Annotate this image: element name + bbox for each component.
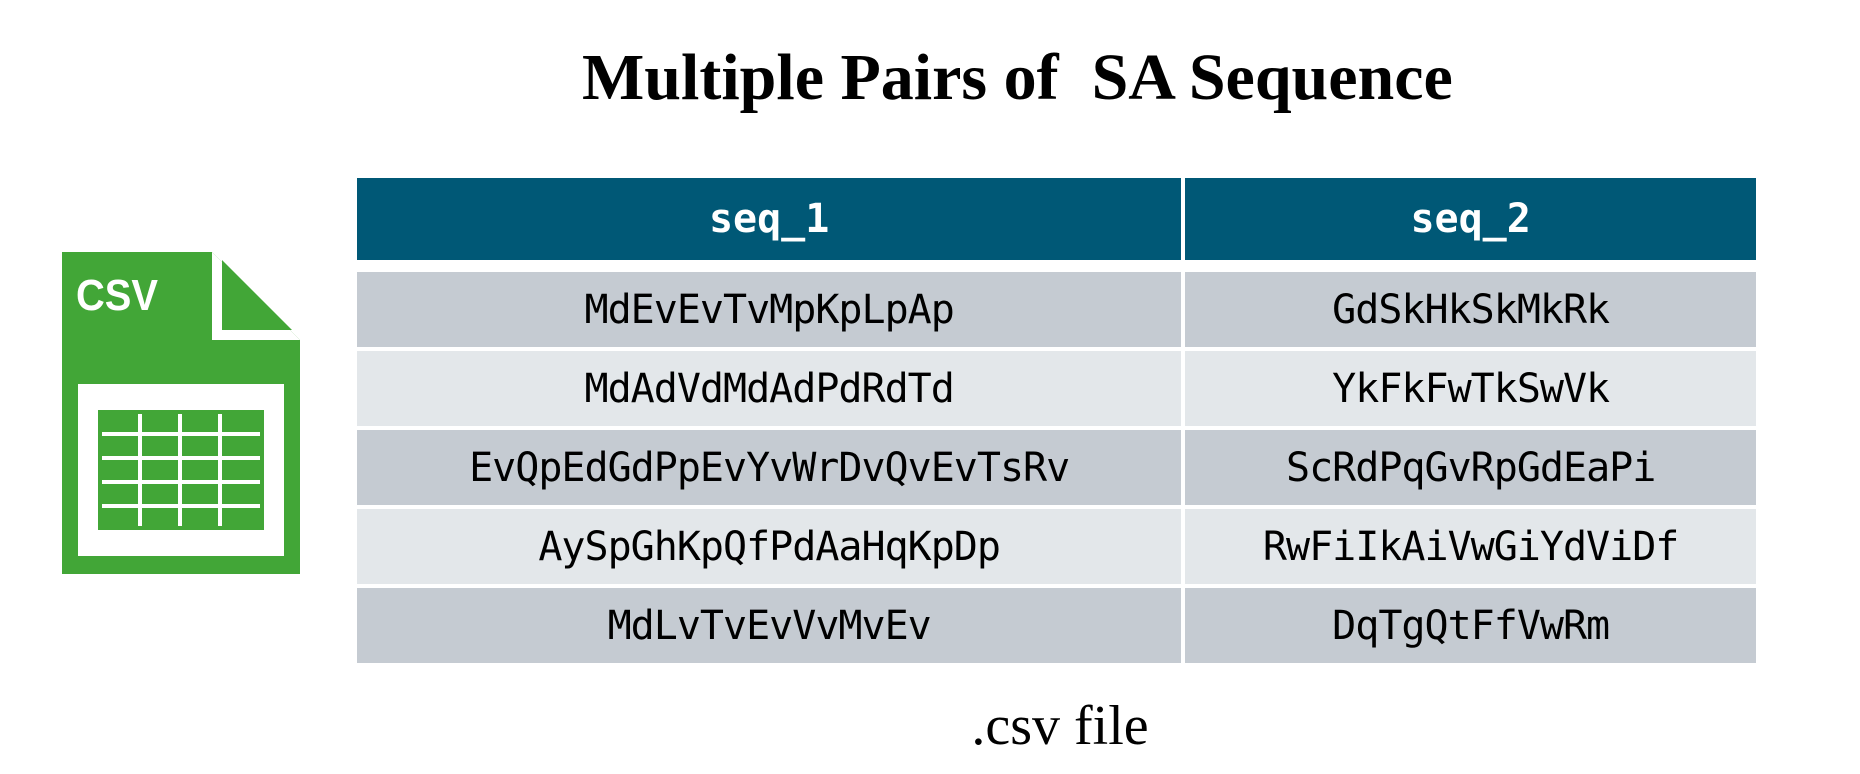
file-caption: .csv file [971, 695, 1149, 757]
table-row: EvQpEdGdPpEvYvWrDvQvEvTsRv ScRdPqGvRpGdE… [357, 430, 1756, 509]
table-row: AySpGhKpQfPdAaHqKpDp RwFiIkAiVwGiYdViDf [357, 509, 1756, 588]
seq-1-cell: MdLvTvEvVvMvEv [357, 588, 1182, 663]
seq-1-cell: MdEvEvTvMpKpLpAp [357, 272, 1182, 351]
csv-icon-label: CSV [76, 271, 159, 320]
seq-2-cell: YkFkFwTkSwVk [1185, 351, 1756, 430]
seq-1-cell: EvQpEdGdPpEvYvWrDvQvEvTsRv [357, 430, 1182, 509]
csv-file-icon: CSV [62, 252, 300, 574]
table-row: MdEvEvTvMpKpLpAp GdSkHkSkMkRk [357, 272, 1756, 351]
column-header-seq-2: seq_2 [1185, 178, 1756, 272]
table-row: MdAdVdMdAdPdRdTd YkFkFwTkSwVk [357, 351, 1756, 430]
column-header-seq-1: seq_1 [357, 178, 1182, 272]
seq-2-cell: RwFiIkAiVwGiYdViDf [1185, 509, 1756, 588]
seq-1-cell: AySpGhKpQfPdAaHqKpDp [357, 509, 1182, 588]
seq-1-cell: MdAdVdMdAdPdRdTd [357, 351, 1182, 430]
seq-2-cell: ScRdPqGvRpGdEaPi [1185, 430, 1756, 509]
diagram-title: Multiple Pairs of SA Sequence [582, 41, 1453, 114]
seq-2-cell: GdSkHkSkMkRk [1185, 272, 1756, 351]
sequence-table: seq_1 seq_2 MdEvEvTvMpKpLpAp GdSkHkSkMkR… [353, 178, 1760, 663]
table-row: MdLvTvEvVvMvEv DqTgQtFfVwRm [357, 588, 1756, 663]
seq-2-cell: DqTgQtFfVwRm [1185, 588, 1756, 663]
